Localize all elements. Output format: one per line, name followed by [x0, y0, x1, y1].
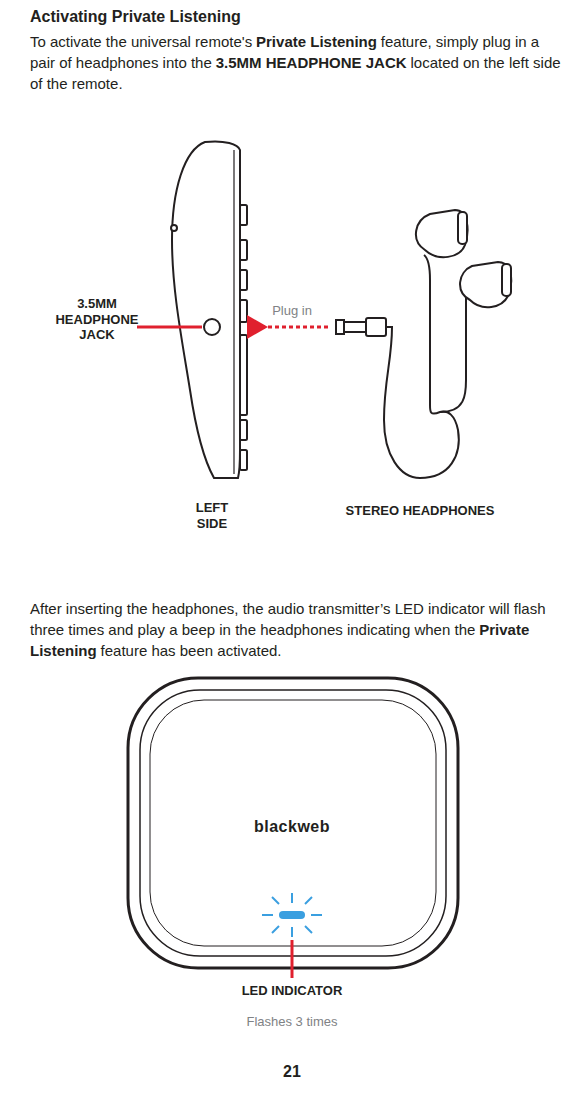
body-text: feature has been activated. [101, 642, 282, 659]
paragraph: To activate the universal remote'sPrivat… [30, 31, 562, 94]
paragraph: After inserting the headphones, the audi… [30, 598, 562, 661]
stereo-headphones [336, 210, 511, 478]
bold-term: 3.5MM HEADPHONE JACK [216, 54, 407, 71]
part-label: STEREO HEADPHONES [335, 503, 505, 519]
side-label: LEFT SIDE [187, 500, 237, 531]
callout-label: LED INDICATOR [212, 983, 372, 999]
led-indicator [262, 893, 322, 937]
heading: Activating Private Listening [30, 8, 241, 26]
plug-arrow [256, 326, 328, 329]
bold-term: Private Listening [256, 33, 377, 50]
page-number: 21 [262, 1062, 322, 1081]
leader-line [137, 326, 202, 329]
remote-side [171, 141, 247, 478]
audio-transmitter [128, 678, 458, 968]
leader-line [291, 940, 294, 978]
brand-logo: blackweb [232, 817, 352, 836]
callout-label: 3.5MM HEADPHONE JACK [54, 296, 140, 343]
body-text: To activate the universal remote's [30, 33, 252, 50]
body-text: After inserting the headphones, the audi… [30, 600, 546, 638]
note: Flashes 3 times [212, 1014, 372, 1030]
arrow-label: Plug in [262, 303, 322, 319]
